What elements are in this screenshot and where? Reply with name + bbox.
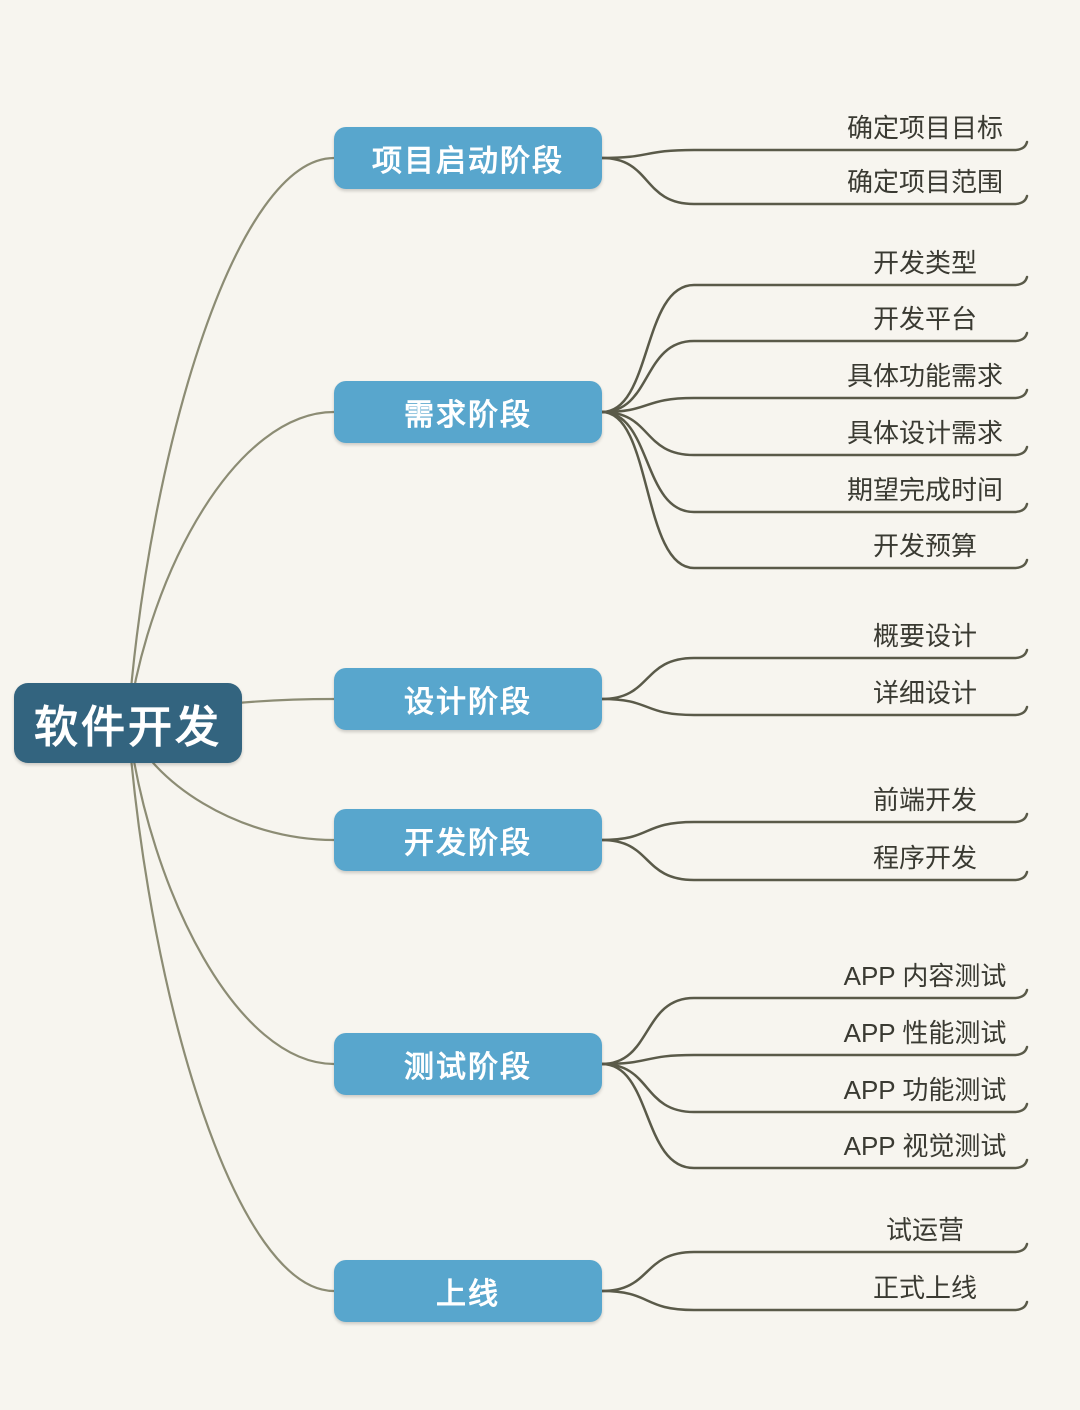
branch-node[interactable]: 开发阶段	[334, 809, 602, 871]
connector-line	[126, 410, 336, 725]
leaf-node[interactable]: APP 内容测试	[843, 961, 1007, 991]
leaf-node[interactable]: 试运营	[885, 1215, 964, 1245]
connector-line	[126, 156, 336, 725]
leaf-node[interactable]: 详细设计	[872, 678, 977, 708]
connector-line	[600, 1045, 1029, 1066]
branch-node-label: 上线	[436, 1278, 500, 1311]
connector-line	[600, 1062, 1029, 1170]
leaf-node[interactable]: 确定项目范围	[846, 167, 1003, 197]
leaf-node[interactable]: 具体设计需求	[846, 418, 1003, 448]
connector-line	[600, 988, 1029, 1066]
branch-node-label: 测试阶段	[404, 1051, 532, 1084]
leaf-node[interactable]: 程序开发	[872, 843, 977, 873]
leaf-node[interactable]: 确定项目目标	[846, 113, 1003, 143]
root-node-label: 软件开发	[34, 703, 222, 752]
root-node[interactable]: 软件开发	[14, 683, 242, 763]
branch-node[interactable]: 上线	[334, 1260, 602, 1322]
connector-line	[600, 275, 1029, 414]
leaf-node[interactable]: 开发平台	[872, 304, 977, 334]
leaf-node[interactable]: 前端开发	[872, 785, 977, 815]
branch-node[interactable]: 项目启动阶段	[334, 127, 602, 189]
branch-node[interactable]: 需求阶段	[334, 381, 602, 443]
leaf-node[interactable]: 具体功能需求	[846, 361, 1003, 391]
connector-line	[600, 697, 1029, 717]
leaf-node[interactable]: APP 性能测试	[843, 1018, 1007, 1048]
branch-node-label: 项目启动阶段	[372, 145, 564, 178]
connector-line	[600, 331, 1029, 414]
branch-node[interactable]: 测试阶段	[334, 1033, 602, 1095]
connector-line	[600, 838, 1029, 882]
connector-line	[600, 410, 1029, 514]
connector-line	[600, 1289, 1029, 1312]
connector-line	[600, 156, 1029, 206]
connector-line	[600, 388, 1029, 414]
leaf-node[interactable]: 开发预算	[872, 531, 977, 561]
connector-line	[600, 1062, 1029, 1114]
connector-line	[600, 812, 1029, 842]
connector-line	[600, 648, 1029, 701]
leaf-node[interactable]: APP 视觉测试	[843, 1131, 1007, 1161]
leaf-node[interactable]: 期望完成时间	[846, 475, 1003, 505]
connector-line	[126, 721, 336, 1293]
connector-line	[600, 410, 1029, 570]
connector-line	[126, 721, 336, 1066]
leaf-node[interactable]: APP 功能测试	[843, 1075, 1007, 1105]
leaf-node[interactable]: 正式上线	[872, 1273, 977, 1303]
branch-node-label: 设计阶段	[404, 686, 532, 719]
branch-node[interactable]: 设计阶段	[334, 668, 602, 730]
branch-node-label: 需求阶段	[404, 399, 532, 432]
leaf-node[interactable]: 开发类型	[872, 248, 977, 278]
branch-node-label: 开发阶段	[404, 827, 532, 860]
connector-line	[600, 140, 1029, 160]
connector-line	[600, 1242, 1029, 1293]
connector-line	[600, 410, 1029, 457]
leaf-node[interactable]: 概要设计	[872, 621, 977, 651]
